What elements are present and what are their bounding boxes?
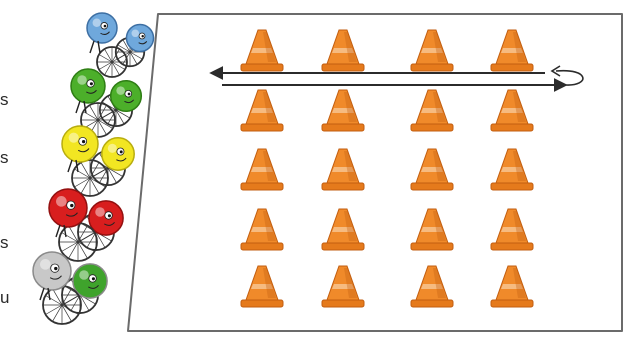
cone-base	[322, 243, 364, 250]
playing-field	[128, 14, 622, 331]
cone-base	[411, 243, 453, 250]
pupil	[54, 267, 57, 270]
pupil	[90, 82, 93, 85]
highlight	[56, 196, 67, 207]
highlight	[131, 29, 139, 37]
gray-player	[33, 252, 107, 324]
cone-base	[241, 300, 283, 307]
cone-base	[322, 183, 364, 190]
cone-base	[241, 124, 283, 131]
highlight	[77, 75, 87, 85]
red-player	[49, 189, 123, 261]
cone-base	[491, 124, 533, 131]
cone-base	[411, 124, 453, 131]
pupil	[70, 204, 73, 207]
pupil	[141, 35, 143, 37]
cone-base	[241, 64, 283, 71]
cone-base	[241, 243, 283, 250]
cone-base	[411, 300, 453, 307]
cone-base	[411, 64, 453, 71]
highlight	[95, 207, 105, 217]
highlight	[79, 270, 89, 280]
pupil	[92, 277, 95, 280]
player-legs	[90, 41, 100, 53]
cone-base	[491, 183, 533, 190]
cone-base	[491, 64, 533, 71]
cone-base	[322, 300, 364, 307]
pupil	[104, 25, 107, 28]
highlight	[108, 144, 117, 153]
highlight	[40, 259, 51, 270]
pupil	[82, 140, 85, 143]
pupil	[128, 93, 131, 96]
cone-base	[411, 183, 453, 190]
cone-base	[241, 183, 283, 190]
highlight	[93, 19, 101, 27]
cone-base	[322, 64, 364, 71]
cone-base	[322, 124, 364, 131]
cone-base	[491, 300, 533, 307]
highlight	[69, 133, 79, 143]
blue-player	[87, 13, 154, 77]
highlight	[116, 86, 125, 95]
cone-base	[491, 243, 533, 250]
pupil	[120, 150, 123, 153]
pupil	[108, 214, 111, 217]
